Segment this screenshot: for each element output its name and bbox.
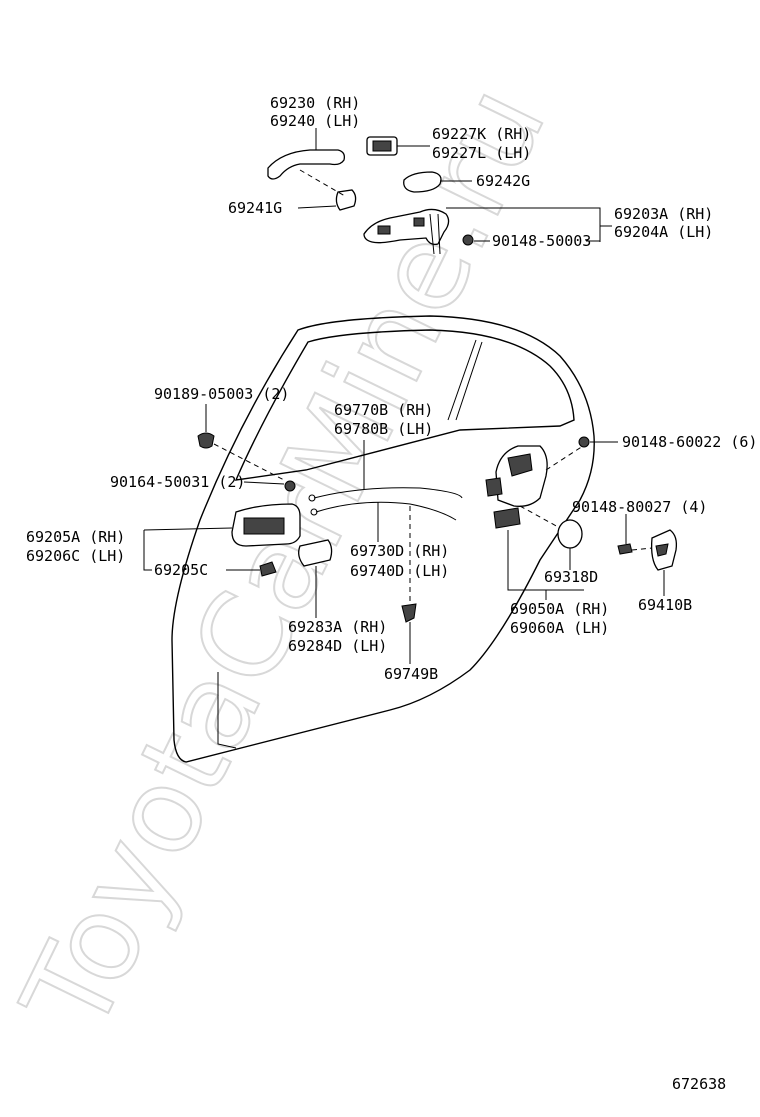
bolt-90148-60022-shape <box>578 436 590 448</box>
door-outline <box>171 315 595 763</box>
label-69284d: 69284D (LH) <box>288 637 387 655</box>
striker-detail <box>655 543 669 557</box>
label-90164-50031: 90164-50031 (2) <box>110 473 245 491</box>
frame-detail-2 <box>413 217 425 227</box>
outside-handle-group <box>267 128 612 255</box>
label-69203a: 69203A (RH) <box>614 205 713 223</box>
label-90148-50003: 90148-50003 <box>492 232 591 250</box>
clip-90189-shape <box>197 432 215 449</box>
label-69204a: 69204A (LH) <box>614 223 713 241</box>
label-69283a: 69283A (RH) <box>288 618 387 636</box>
label-69740d: 69740D (LH) <box>350 562 449 580</box>
part-labels: 69230 (RH) 69240 (LH) 69227K (RH) 69227L… <box>26 94 757 1093</box>
leader-69205a <box>143 527 233 531</box>
door-lock-detail-1 <box>507 453 533 477</box>
door-window-divider <box>447 339 477 421</box>
screw-90148-80027-shape <box>617 543 633 555</box>
label-69242g: 69242G <box>476 172 530 190</box>
label-69227k: 69227K (RH) <box>432 125 531 143</box>
leader-90164 <box>243 481 285 485</box>
door-lock-detail-2 <box>485 477 503 497</box>
cable-end-1 <box>308 494 316 502</box>
label-69730d: 69730D (RH) <box>350 542 449 560</box>
bracket-69205a <box>143 530 152 571</box>
label-90148-60022: 90148-60022 (6) <box>622 433 757 451</box>
dash-lock-cover <box>519 505 561 529</box>
label-90189-05003: 90189-05003 (2) <box>154 385 289 403</box>
frame-69203a-shape <box>363 208 450 246</box>
door-outer-edge <box>171 315 595 763</box>
label-69205a: 69205A (RH) <box>26 528 125 546</box>
label-69318d: 69318D <box>544 568 598 586</box>
pad-69241g-shape <box>335 189 357 211</box>
bracket-69050a <box>507 530 584 591</box>
label-69227l: 69227L (LH) <box>432 144 531 162</box>
dash-striker <box>631 547 653 551</box>
frame-detail-1 <box>377 225 391 235</box>
door-window-divider-2 <box>455 341 483 421</box>
pad-69242g-shape <box>403 171 442 193</box>
diagram-id: 672638 <box>672 1075 726 1093</box>
label-90148-80027: 90148-80027 (4) <box>572 498 707 516</box>
clamp-69749b-shape <box>401 603 417 623</box>
cover-69227-detail <box>372 140 392 152</box>
screw-69205c-shape <box>259 561 277 577</box>
label-69206c: 69206C (LH) <box>26 547 125 565</box>
outer-handle-shape <box>267 149 346 180</box>
label-69770b: 69770B (RH) <box>334 401 433 419</box>
bolt-90148-50003-shape <box>462 234 474 246</box>
label-69780b: 69780B (LH) <box>334 420 433 438</box>
inside-parts <box>143 404 678 664</box>
cable-69730d <box>315 501 457 521</box>
cover-69318d-shape <box>557 519 583 549</box>
label-69205c: 69205C <box>154 561 208 579</box>
frame-rod-2 <box>437 213 441 255</box>
cable-69770b <box>313 487 463 499</box>
leader-69241g <box>297 205 337 209</box>
frame-rod-1 <box>429 213 435 255</box>
label-69230: 69230 (RH) <box>270 94 360 112</box>
dash-clip <box>213 443 285 481</box>
inner-handle-detail <box>243 517 285 535</box>
bracket-69203a <box>446 207 601 242</box>
dash-lock-bolt <box>545 443 587 471</box>
cable-end-2 <box>310 508 318 516</box>
bezel-69283a-shape <box>298 539 333 567</box>
door-window-frame <box>234 329 575 481</box>
label-69241g: 69241G <box>228 199 282 217</box>
label-69749b: 69749B <box>384 665 438 683</box>
label-69240: 69240 (LH) <box>270 112 360 130</box>
door-inner-arrow <box>217 672 237 749</box>
door-lock-detail-3 <box>493 507 521 529</box>
screw-90164-shape <box>284 480 296 492</box>
label-69060a: 69060A (LH) <box>510 619 609 637</box>
label-69410b: 69410B <box>638 596 692 614</box>
label-69050a: 69050A (RH) <box>510 600 609 618</box>
